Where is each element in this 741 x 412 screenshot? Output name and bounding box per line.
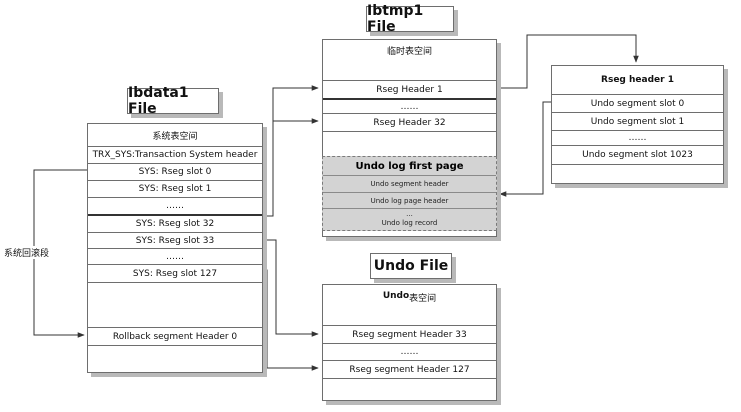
- rseg-slot-ellipsis-2: ……: [88, 248, 262, 264]
- rseg-slot-ellipsis-1: ……: [88, 197, 262, 214]
- undo-segment-slot-1: Undo segment slot 1: [552, 112, 723, 130]
- rseg-slot-1: SYS: Rseg slot 1: [88, 180, 262, 197]
- arrow-rseg-header1-to-detail: [497, 34, 639, 89]
- rseg-header-32: Rseg Header 32: [323, 113, 496, 131]
- undo-segment-slot-0: Undo segment slot 0: [552, 94, 723, 112]
- rseg-header1-bottom-space: [552, 164, 723, 183]
- ibdata1-header: 系统表空间: [152, 131, 198, 142]
- ibdata1-bottom-space: [88, 345, 262, 372]
- undo-log-first-page-title: Undo log first page: [355, 160, 464, 172]
- undo-log-ellipsis: ...: [323, 208, 496, 219]
- arrow-slot32-to-rseg-header1: [263, 85, 319, 217]
- undo-log-record: Undo log record: [381, 219, 438, 227]
- undo-file-header-suffix: 表空间: [409, 294, 437, 304]
- undo-segment-slot-1023: Undo segment slot 1023: [552, 145, 723, 164]
- rseg-header1-title: Rseg header 1: [601, 75, 674, 85]
- undo-file-title: Undo File: [370, 253, 452, 279]
- ibdata1-empty-space: [88, 282, 262, 327]
- undo-segment-header: Undo segment header: [323, 175, 496, 192]
- rseg-slot-0: SYS: Rseg slot 0: [88, 163, 262, 180]
- rseg-slot-33: SYS: Rseg slot 33: [88, 232, 262, 248]
- rseg-segment-header-ellipsis: ……: [323, 343, 496, 360]
- rseg-header1-box: Rseg header 1 Undo segment slot 0 Undo s…: [551, 65, 724, 184]
- undo-segment-slot-ellipsis: ……: [552, 130, 723, 145]
- system-rollback-label: 系统回滚段: [4, 246, 50, 259]
- arrow-undo-slot0-to-undolog: [499, 101, 551, 197]
- rseg-header-1: Rseg Header 1: [323, 80, 496, 98]
- ibdata1-title: Ibdata1 File: [127, 85, 219, 117]
- rseg-segment-header-33: Rseg segment Header 33: [323, 325, 496, 343]
- ibtmp1-title: Ibtmp1 File: [366, 3, 454, 35]
- rseg-slot-127: SYS: Rseg slot 127: [88, 264, 262, 282]
- rseg-segment-header-127: Rseg segment Header 127: [323, 360, 496, 378]
- undo-file-header-prefix: Undo: [382, 291, 410, 301]
- arrow-slot127-to-undo-file-127: [263, 269, 319, 371]
- rseg-slot-32: SYS: Rseg slot 32: [88, 214, 262, 232]
- rollback-segment-header-0: Rollback segment Header 0: [88, 327, 262, 345]
- ibtmp1-header: 临时表空间: [386, 47, 432, 57]
- ibdata1-box: 系统表空间 TRX_SYS:Transaction System header …: [87, 123, 263, 373]
- ibtmp1-lower-space: [323, 131, 496, 236]
- undo-file-bottom-space: [323, 378, 496, 400]
- undo-log-page-header: Undo log page header: [323, 192, 496, 208]
- rseg-header-ellipsis: ……: [323, 98, 496, 113]
- undo-log-first-page: Undo log first page Undo segment header …: [322, 156, 497, 231]
- trx-sys-header: TRX_SYS:Transaction System header: [88, 146, 262, 163]
- arrow-slot33-to-undo-file-33: [263, 239, 319, 337]
